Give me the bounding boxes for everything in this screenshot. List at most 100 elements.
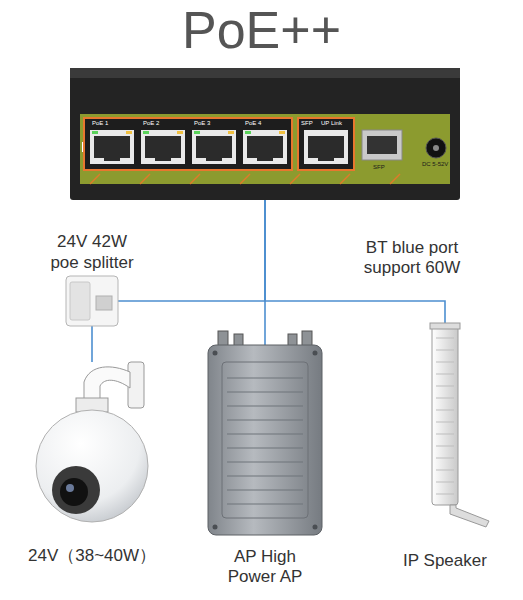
camera-lens bbox=[60, 478, 88, 506]
grille-line bbox=[436, 470, 454, 471]
sfp-opening bbox=[367, 136, 397, 154]
grille-line bbox=[436, 494, 454, 495]
port-shell bbox=[141, 130, 185, 164]
port-opening bbox=[94, 136, 130, 158]
splitter-side bbox=[70, 282, 90, 320]
stripe bbox=[290, 174, 300, 184]
switch-drawing bbox=[70, 68, 460, 200]
stripe bbox=[390, 174, 400, 184]
port-led bbox=[177, 131, 183, 134]
fin bbox=[227, 419, 303, 420]
port-tab bbox=[318, 156, 334, 161]
port-label: UP Link bbox=[321, 120, 342, 127]
port-led bbox=[245, 131, 251, 134]
grille-line bbox=[436, 350, 454, 351]
fin bbox=[227, 489, 303, 490]
port-opening bbox=[308, 136, 344, 158]
port-tab bbox=[206, 156, 222, 161]
grille-line bbox=[436, 398, 454, 399]
speaker-drawing bbox=[430, 323, 489, 527]
port-label: PoE 4 bbox=[245, 120, 261, 127]
speaker-cap bbox=[430, 323, 460, 329]
bolt bbox=[313, 351, 318, 356]
device-label: IP Speaker bbox=[403, 551, 487, 571]
stripe bbox=[140, 174, 150, 184]
port-note: BT blue port support 60W bbox=[342, 238, 482, 279]
port-opening bbox=[196, 136, 232, 158]
grille-line bbox=[436, 338, 454, 339]
stripe bbox=[190, 174, 200, 184]
grille-line bbox=[436, 362, 454, 363]
bolt bbox=[213, 525, 218, 530]
switch-body bbox=[70, 68, 460, 200]
fin bbox=[227, 447, 303, 448]
port-label: PoE 3 bbox=[194, 120, 210, 127]
lens-housing bbox=[52, 466, 100, 514]
speaker-grille bbox=[436, 338, 454, 494]
port-label: PoE 2 bbox=[143, 120, 159, 127]
port-led bbox=[194, 131, 200, 134]
switch-panel bbox=[80, 114, 450, 184]
port-led bbox=[143, 131, 149, 134]
speaker-column bbox=[432, 325, 458, 505]
device-label: AP High Power AP bbox=[215, 547, 315, 588]
grille-line bbox=[436, 422, 454, 423]
port-led bbox=[126, 131, 132, 134]
lens-glint bbox=[66, 484, 74, 492]
panel-stripes bbox=[90, 174, 400, 184]
diagram-title: PoE++ bbox=[0, 0, 523, 60]
fin bbox=[227, 475, 303, 476]
port-shell bbox=[192, 130, 236, 164]
device-label: 24V（38~40W） bbox=[28, 546, 156, 566]
port-shell bbox=[304, 130, 348, 164]
fin bbox=[227, 391, 303, 392]
device-label: 24V 42W poe splitter bbox=[42, 232, 142, 273]
port-led bbox=[279, 131, 285, 134]
camera-dome bbox=[36, 410, 148, 522]
ip-speaker: IP Speaker bbox=[432, 325, 458, 505]
port-opening bbox=[145, 136, 181, 158]
fin bbox=[227, 461, 303, 462]
port-frame bbox=[84, 118, 292, 170]
mount-arm bbox=[84, 367, 130, 400]
uplink-port bbox=[304, 130, 348, 164]
dc-pin bbox=[433, 145, 439, 151]
bolt bbox=[313, 525, 318, 530]
poe-cable bbox=[91, 326, 93, 362]
ap-drawing bbox=[208, 331, 322, 535]
splitter-drawing bbox=[66, 276, 118, 326]
splitter-body bbox=[66, 276, 118, 326]
rj45-port bbox=[90, 130, 134, 164]
grille-line bbox=[436, 458, 454, 459]
splitter-port bbox=[96, 296, 112, 310]
port-opening bbox=[247, 136, 283, 158]
stripe bbox=[90, 174, 100, 184]
rj45-port bbox=[141, 130, 185, 164]
fin bbox=[227, 503, 303, 504]
ptz-camera: 24V（38~40W） bbox=[34, 362, 150, 522]
speaker-bracket bbox=[450, 505, 489, 527]
access-point: AP High Power AP bbox=[208, 345, 322, 535]
port-label: DC 5-52V bbox=[422, 161, 448, 168]
fin bbox=[227, 377, 303, 378]
grille-line bbox=[436, 410, 454, 411]
poe-cable bbox=[118, 200, 265, 301]
grille-line bbox=[436, 446, 454, 447]
ap-housing bbox=[208, 345, 322, 535]
port-label: PoE 1 bbox=[92, 120, 108, 127]
fin bbox=[227, 405, 303, 406]
grille-line bbox=[436, 434, 454, 435]
port-led bbox=[228, 131, 234, 134]
port-shell bbox=[90, 130, 134, 164]
port-tab bbox=[257, 156, 273, 161]
fin bbox=[227, 433, 303, 434]
port-label: SFP bbox=[301, 120, 313, 127]
switch-top bbox=[70, 68, 460, 78]
rj45-port bbox=[243, 130, 287, 164]
stripe bbox=[240, 174, 250, 184]
ap-panel bbox=[222, 362, 308, 518]
ap-fins bbox=[227, 378, 303, 504]
sfp-cage bbox=[362, 130, 402, 160]
port-tab bbox=[104, 156, 120, 161]
